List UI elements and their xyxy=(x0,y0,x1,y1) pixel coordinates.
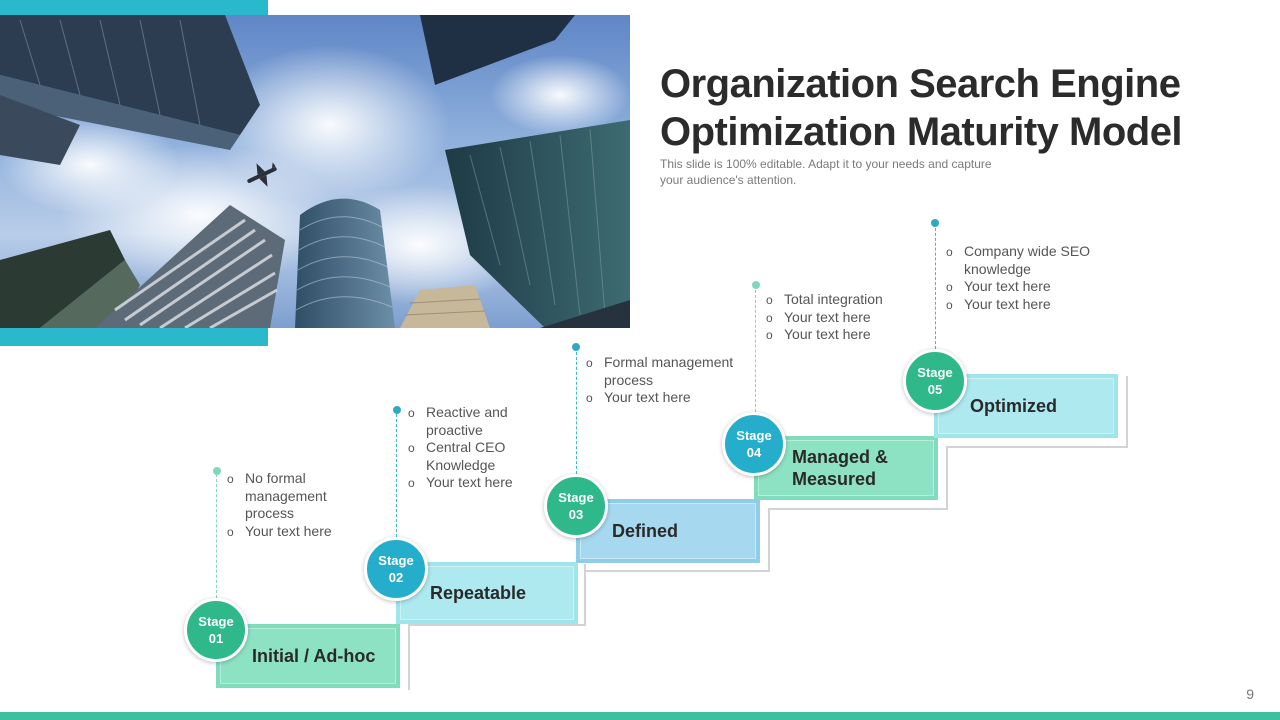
stage-04-connector-dot xyxy=(752,281,760,289)
list-item: Your text here xyxy=(946,296,1121,314)
stage-03-badge-word: Stage xyxy=(558,490,594,505)
stair-outline xyxy=(946,446,1128,448)
list-item: Your text here xyxy=(227,523,367,541)
stage-02-badge: Stage 02 xyxy=(364,537,428,601)
skyscraper-photo xyxy=(0,15,630,328)
stage-01-label: Initial / Ad-hoc xyxy=(252,646,376,666)
photo-accent-bottom xyxy=(0,328,268,346)
stage-01-badge-number: 01 xyxy=(208,631,224,646)
list-item: Your text here xyxy=(586,389,756,407)
slide-title: Organization Search Engine Optimization … xyxy=(660,62,1183,154)
stage-03-connector-dot xyxy=(572,343,580,351)
stage-05-label: Optimized xyxy=(970,396,1058,416)
stage-01-bullets: No formal management process Your text h… xyxy=(227,470,367,540)
stage-05-badge-number: 05 xyxy=(927,382,943,397)
stage-03-badge-number: 03 xyxy=(568,507,584,522)
stage-04-badge-word: Stage xyxy=(736,428,772,443)
list-item: Central CEO Knowledge xyxy=(408,439,538,474)
page-number: 9 xyxy=(1246,686,1254,702)
list-item: No formal management process xyxy=(227,470,367,523)
stage-01-badge-word: Stage xyxy=(198,614,234,629)
stage-05-badge-word: Stage xyxy=(917,365,953,380)
stage-01-connector xyxy=(216,474,217,598)
stage-01-step: Initial / Ad-hoc xyxy=(216,624,400,688)
list-item: Your text here xyxy=(766,309,936,327)
list-item: Formal management process xyxy=(586,354,756,389)
list-item: Your text here xyxy=(946,278,1121,296)
stair-outline xyxy=(584,570,770,572)
list-item: Your text here xyxy=(766,326,936,344)
photo-accent-top xyxy=(0,0,268,16)
stage-05-connector xyxy=(935,228,936,349)
slide-subtitle: This slide is 100% editable. Adapt it to… xyxy=(660,157,992,187)
stage-02-connector-dot xyxy=(393,406,401,414)
stair-outline xyxy=(768,508,770,572)
list-item: Company wide SEO knowledge xyxy=(946,243,1121,278)
list-item: Total integration xyxy=(766,291,936,309)
list-item: Reactive and proactive xyxy=(408,404,538,439)
stair-outline xyxy=(584,564,586,626)
stage-05-step: Optimized xyxy=(934,374,1118,438)
stage-04-label: Managed & Measured xyxy=(792,447,889,489)
stage-05-connector-dot xyxy=(931,219,939,227)
stage-03-bullets: Formal management process Your text here xyxy=(586,354,756,407)
stage-01-connector-dot xyxy=(213,467,221,475)
stair-outline xyxy=(768,508,948,510)
stage-04-badge-number: 04 xyxy=(746,445,762,460)
stage-03-connector xyxy=(576,352,577,474)
stage-04-bullets: Total integration Your text here Your te… xyxy=(766,291,936,344)
bottom-accent-bar xyxy=(0,712,1280,720)
stage-03-label: Defined xyxy=(612,521,679,541)
stair-outline xyxy=(408,624,584,626)
stage-02-badge-number: 02 xyxy=(388,570,404,585)
stage-05-badge: Stage 05 xyxy=(903,349,967,413)
stage-02-connector xyxy=(396,414,397,537)
stage-02-label: Repeatable xyxy=(430,583,527,603)
stage-03-badge: Stage 03 xyxy=(544,474,608,538)
stage-04-connector xyxy=(755,290,756,412)
stair-outline xyxy=(946,446,948,510)
list-item: Your text here xyxy=(408,474,538,492)
stair-outline xyxy=(1126,376,1128,448)
stage-02-badge-word: Stage xyxy=(378,553,414,568)
stage-02-bullets: Reactive and proactive Central CEO Knowl… xyxy=(408,404,538,492)
stage-01-badge: Stage 01 xyxy=(184,598,248,662)
stair-outline xyxy=(408,624,410,690)
stage-05-bullets: Company wide SEO knowledge Your text her… xyxy=(946,243,1121,313)
stage-04-badge: Stage 04 xyxy=(722,412,786,476)
